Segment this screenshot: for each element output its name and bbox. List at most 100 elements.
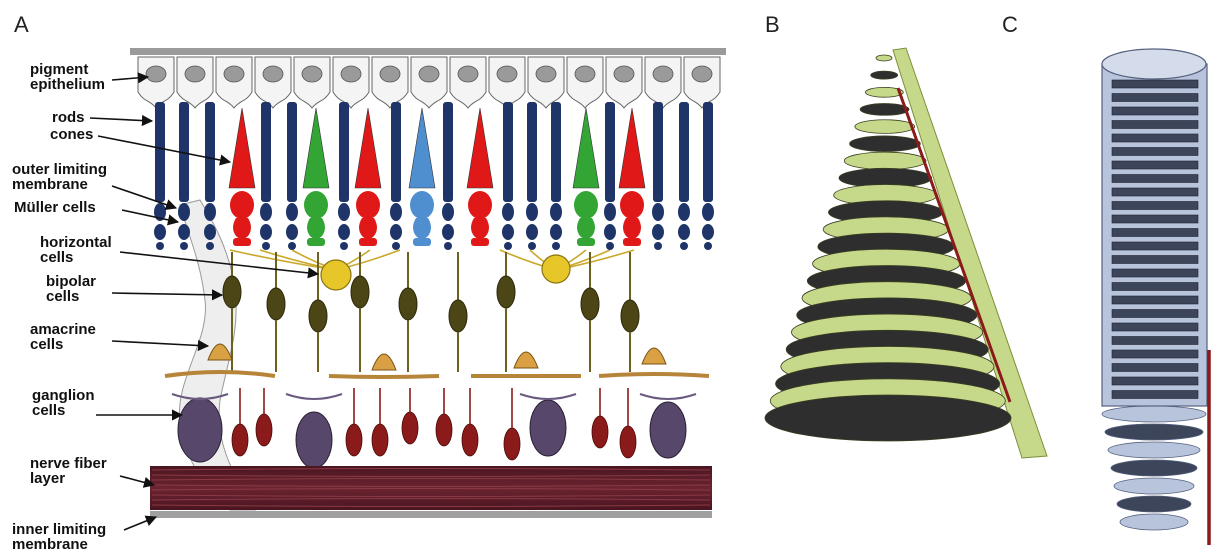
ganglion-soma bbox=[530, 400, 566, 456]
small-ganglion-soma bbox=[232, 424, 248, 456]
amacrine-soma bbox=[372, 354, 396, 370]
rod-base-disc bbox=[1102, 406, 1206, 422]
bipolar-soma bbox=[309, 300, 327, 332]
rod-outer-segment-illustration bbox=[1102, 49, 1209, 545]
rod-outer-segment bbox=[551, 102, 561, 202]
rod-disc bbox=[1112, 364, 1198, 372]
rod-terminal bbox=[528, 242, 536, 250]
cone-disc bbox=[850, 136, 921, 152]
cone-pedicle bbox=[577, 238, 595, 246]
rod-terminal bbox=[340, 242, 348, 250]
rod-disc bbox=[1112, 310, 1198, 318]
pigment-nucleus bbox=[224, 66, 244, 82]
rod-inner-segment bbox=[178, 203, 190, 221]
pigment-nucleus bbox=[380, 66, 400, 82]
cone-inner-segment bbox=[620, 191, 644, 219]
inner-limiting-band bbox=[150, 511, 712, 518]
rod-inner-segment bbox=[204, 203, 216, 221]
rod-terminal bbox=[504, 242, 512, 250]
rod-disc bbox=[1112, 94, 1198, 102]
rod-disc bbox=[1112, 269, 1198, 277]
ganglion-dendrites bbox=[520, 394, 576, 399]
rod-inner-segment bbox=[502, 203, 514, 221]
pigment-nucleus bbox=[341, 66, 361, 82]
rod-outer-segment bbox=[703, 102, 713, 202]
bipolar-soma bbox=[621, 300, 639, 332]
rod-terminal bbox=[392, 242, 400, 250]
rod-base-disc bbox=[1117, 496, 1191, 512]
small-ganglion-soma bbox=[256, 414, 272, 446]
rod-base-disc bbox=[1105, 424, 1203, 440]
rod-disc bbox=[1112, 134, 1198, 142]
rod-inner-segment bbox=[338, 203, 350, 221]
cone-inner-segment bbox=[574, 191, 598, 219]
pigment-cell bbox=[138, 57, 174, 108]
rod-terminal bbox=[552, 242, 560, 250]
rod-disc bbox=[1112, 256, 1198, 264]
rod-disc bbox=[1112, 296, 1198, 304]
pigment-nucleus bbox=[575, 66, 595, 82]
pigment-cell bbox=[684, 57, 720, 108]
pigment-nucleus bbox=[419, 66, 439, 82]
bipolar-soma bbox=[223, 276, 241, 308]
cone-nucleus bbox=[623, 218, 641, 239]
rod-nucleus bbox=[338, 224, 350, 240]
cone-disc bbox=[860, 104, 909, 116]
cone-inner-segment bbox=[356, 191, 380, 219]
rod-nucleus bbox=[550, 224, 562, 240]
cone-nucleus bbox=[359, 218, 377, 239]
cone-pedicle bbox=[359, 238, 377, 246]
rod-inner-segment bbox=[678, 203, 690, 221]
cone-pedicle bbox=[413, 238, 431, 246]
rod-disc bbox=[1112, 148, 1198, 156]
ganglion-soma bbox=[178, 398, 222, 462]
rod-terminal bbox=[180, 242, 188, 250]
bipolar-soma bbox=[449, 300, 467, 332]
rod-outer-segment bbox=[391, 102, 401, 202]
rod-base-disc bbox=[1114, 478, 1194, 494]
pigment-cell bbox=[255, 57, 291, 108]
amacrine-process bbox=[599, 374, 709, 376]
pigment-cell bbox=[528, 57, 564, 108]
rod-nucleus bbox=[702, 224, 714, 240]
rod-nucleus bbox=[178, 224, 190, 240]
rod-nucleus bbox=[260, 224, 272, 240]
bipolar-soma bbox=[267, 288, 285, 320]
amacrine-layer bbox=[165, 344, 709, 377]
small-ganglion-soma bbox=[346, 424, 362, 456]
rod-inner-segment bbox=[526, 203, 538, 221]
amacrine-soma bbox=[642, 348, 666, 364]
rod-nucleus bbox=[286, 224, 298, 240]
rod-terminal bbox=[262, 242, 270, 250]
cone-outer-segment bbox=[355, 108, 381, 188]
pigment-cell bbox=[567, 57, 603, 108]
pigment-cell bbox=[489, 57, 525, 108]
cone-outer-segment bbox=[619, 108, 645, 188]
small-ganglion-soma bbox=[462, 424, 478, 456]
pigment-nucleus bbox=[302, 66, 322, 82]
cone-disc bbox=[871, 71, 898, 79]
cone-inner-segment bbox=[304, 191, 328, 219]
cone-pedicle bbox=[623, 238, 641, 246]
horizontal-fibres bbox=[230, 250, 634, 270]
rod-outer-segment bbox=[205, 102, 215, 202]
rod-terminal bbox=[654, 242, 662, 250]
rod-disc bbox=[1112, 377, 1198, 385]
bipolar-soma bbox=[497, 276, 515, 308]
rod-disc bbox=[1112, 121, 1198, 129]
pigment-nucleus bbox=[692, 66, 712, 82]
rod-disc bbox=[1112, 242, 1198, 250]
rod-base-disc bbox=[1111, 460, 1197, 476]
photoreceptor-layer bbox=[154, 102, 714, 250]
rod-terminal bbox=[680, 242, 688, 250]
arrow-nfl bbox=[120, 476, 154, 485]
arrow-amacrine bbox=[112, 341, 208, 346]
rod-nucleus bbox=[678, 224, 690, 240]
rod-outer-segment bbox=[287, 102, 297, 202]
rod-disc bbox=[1112, 80, 1198, 88]
amacrine-process bbox=[329, 376, 439, 377]
pigment-cell bbox=[333, 57, 369, 108]
cone-outer-segment bbox=[467, 108, 493, 188]
rod-nucleus bbox=[390, 224, 402, 240]
